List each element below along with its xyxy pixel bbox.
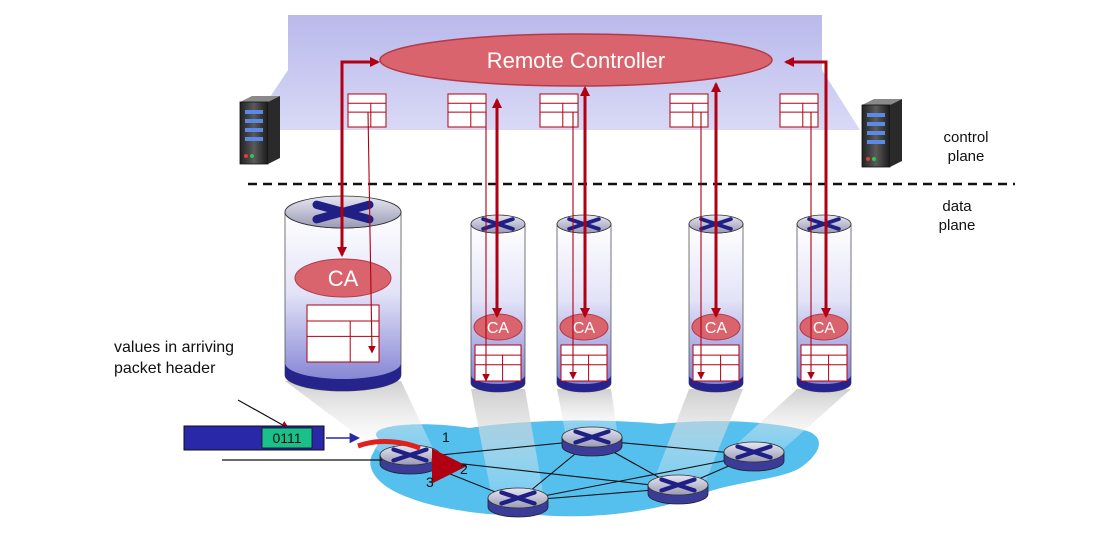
server-side [890,99,902,167]
controller-flow-table [539,93,579,128]
network-routers [379,426,785,518]
server-icon [861,99,902,168]
remote-controller[interactable]: Remote Controller [379,33,773,87]
forward-path-out [431,448,467,484]
cylinder-base [471,375,525,392]
projection-cone [285,381,436,455]
server-drive-bay [245,128,263,132]
cylinder-base [557,375,611,392]
control-agent: CA [294,258,392,298]
data-plane-label-line1: data [942,198,972,215]
server-led [244,154,248,158]
projection-cones [285,381,851,498]
data-plane-label-line2: plane [939,217,976,234]
server-drive-bay [867,122,885,126]
table-frame [539,93,579,128]
table-frame [669,93,709,128]
caption-pointer [237,399,290,429]
control-arrows [336,56,832,382]
server-icon [239,96,280,165]
control-agent-label: CA [705,320,728,337]
cylinder-router-cap[interactable] [796,214,852,234]
control-agent-label: CA [328,266,359,291]
router-ingress[interactable] [379,444,441,475]
packet-caption-line2: packet header [114,360,216,377]
router-bottom[interactable] [487,487,549,518]
packet[interactable]: 0111 [183,425,361,451]
control-agent-shape [294,258,392,298]
switch-flow-table [800,344,848,382]
controller-agent-arrow [336,56,381,258]
server-led [872,157,876,161]
router-icon [391,447,429,463]
table-frame [306,304,380,363]
packet-header-value: 0111 [272,430,301,446]
switch-flow-table [560,344,608,382]
control-agent: CA [691,313,741,341]
router-top[interactable] [561,426,623,457]
switch-flow-table [306,304,380,363]
cylinder-base [797,375,851,392]
projection-cone [652,389,743,485]
control-agent: CA [473,313,523,341]
forward-path-in [357,439,421,451]
cylinder-base [285,363,401,391]
port-label-1: 1 [442,429,450,445]
controller-flow-table [669,93,709,128]
server-drive-bay [245,137,263,141]
controller-agent-arrow [783,56,832,319]
server-led [250,154,254,158]
server-top [862,99,902,105]
control-agent-label: CA [813,320,836,337]
router-icon [573,429,611,445]
controller-flow-table [347,93,387,128]
controller-flow-table [779,93,819,128]
server-top [240,96,280,102]
server-drive-bay [245,110,263,114]
control-agent-label: CA [487,320,510,337]
server-drive-bay [867,140,885,144]
server-drive-bay [867,113,885,117]
servers [239,96,902,168]
control-plane-label-line1: control [943,129,988,146]
table-frame [347,93,387,128]
projection-cone [557,389,618,437]
table-frame [447,93,487,128]
switch-flow-table [692,344,740,382]
router-icon [735,444,773,460]
port-label-3: 3 [426,474,434,490]
server-drive-bay [867,131,885,135]
controller-flow-table [447,93,487,128]
server-led [866,157,870,161]
cylinder-base [689,375,743,392]
port-label-2: 2 [460,461,468,477]
router-icon [659,477,697,493]
control-agent: CA [799,313,849,341]
control-plane-label-line2: plane [948,148,985,165]
table-frame [779,93,819,128]
server-side [268,96,280,164]
switch-cylinder[interactable]: CA [796,214,852,393]
projection-cone [728,389,851,452]
server-drive-bay [245,119,263,123]
packet-caption-line1: values in arriving [114,339,234,356]
router-right[interactable] [723,441,785,472]
table-frame [692,344,740,382]
router-lower-right[interactable] [647,474,709,505]
table-frame [474,344,522,382]
router-icon [499,490,537,506]
table-frame [560,344,608,382]
control-agent-label: CA [573,320,596,337]
control-agent: CA [559,313,609,341]
packet-header-field [261,427,313,449]
switch-flow-table [474,344,522,382]
network-link [517,454,755,502]
table-frame [800,344,848,382]
controller-label: Remote Controller [487,48,666,73]
